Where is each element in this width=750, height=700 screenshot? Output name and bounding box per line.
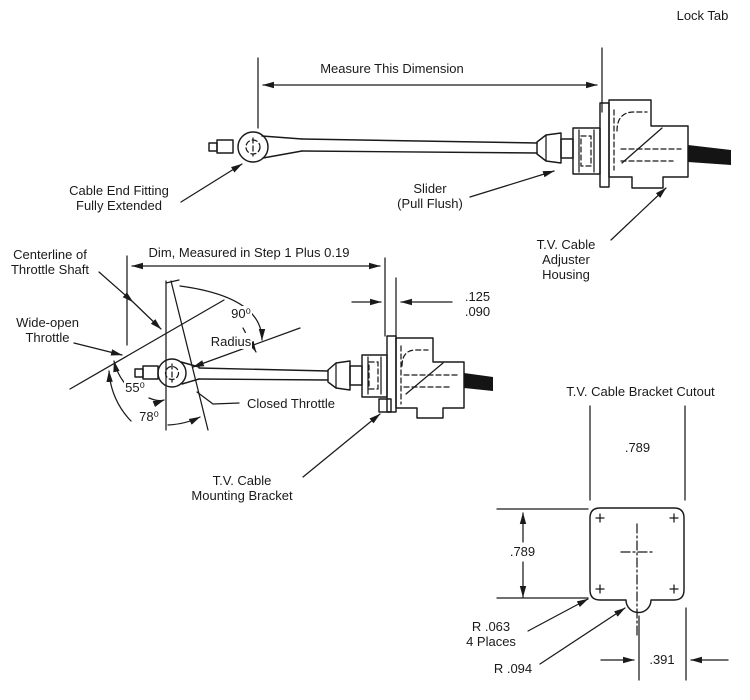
leader-cable-end-fitting [180, 163, 243, 203]
leader-mounting-bracket [302, 413, 381, 478]
label-cutout-width: .789 [624, 440, 651, 455]
label-angle-78: 78⁰ [138, 409, 160, 424]
label-notch-radius: R .094 [493, 661, 533, 676]
label-measure-dimension: Measure This Dimension [320, 61, 464, 76]
leader-slider [469, 170, 555, 198]
cable-end-fitting-top [208, 131, 303, 163]
label-closed-throttle: Closed Throttle [247, 396, 335, 411]
label-cutout-title: T.V. Cable Bracket Cutout [566, 384, 715, 399]
label-notch-offset: .391 [648, 652, 676, 667]
closed-throttle-line [170, 280, 209, 431]
cable-top [301, 138, 538, 154]
label-angle-90: 90⁰ [230, 306, 252, 321]
top-assembly [180, 47, 731, 241]
arc-90 [179, 285, 266, 341]
arc-78 [106, 370, 132, 422]
cable-middle [198, 367, 329, 381]
label-slider: Slider (Pull Flush) [397, 181, 463, 211]
bracket-cutout [496, 405, 729, 681]
cable-sheath-top [688, 145, 731, 165]
label-adjuster-housing: T.V. Cable Adjuster Housing [536, 237, 596, 282]
cable-end-fitting-middle [134, 358, 200, 388]
label-cutout-height: .789 [508, 544, 537, 559]
label-dim-note: Dim, Measured in Step 1 Plus 0.19 [148, 245, 350, 260]
adjuster-housing-middle [395, 337, 493, 419]
label-cable-end-fitting: Cable End Fitting Fully Extended [69, 183, 169, 213]
slider-top [572, 127, 601, 175]
leader-adjuster-housing [610, 187, 667, 241]
middle-assembly [69, 255, 493, 478]
label-lock-tab: Lock Tab [676, 8, 729, 23]
cable-sheath-middle [464, 373, 493, 391]
label-angle-55: 55⁰ [124, 380, 146, 395]
cutout-plate [589, 507, 685, 614]
label-gap-min: .090 [464, 304, 491, 319]
label-wide-open: Wide-open Throttle [16, 315, 79, 345]
label-corner-radius: R .063 4 Places [466, 619, 516, 649]
slider-middle [361, 354, 388, 398]
label-mounting-bracket: T.V. Cable Mounting Bracket [191, 473, 293, 503]
wide-open-line [69, 299, 225, 390]
label-radius: Radius [209, 334, 253, 349]
leader-closed-throttle [196, 391, 240, 405]
leader-wide-open [73, 342, 123, 356]
label-centerline: Centerline of Throttle Shaft [10, 247, 90, 277]
adjuster-housing-top [608, 99, 731, 189]
label-gap-max: .125 [464, 289, 491, 304]
leader-r094 [539, 607, 626, 665]
leader-r063 [527, 598, 589, 632]
